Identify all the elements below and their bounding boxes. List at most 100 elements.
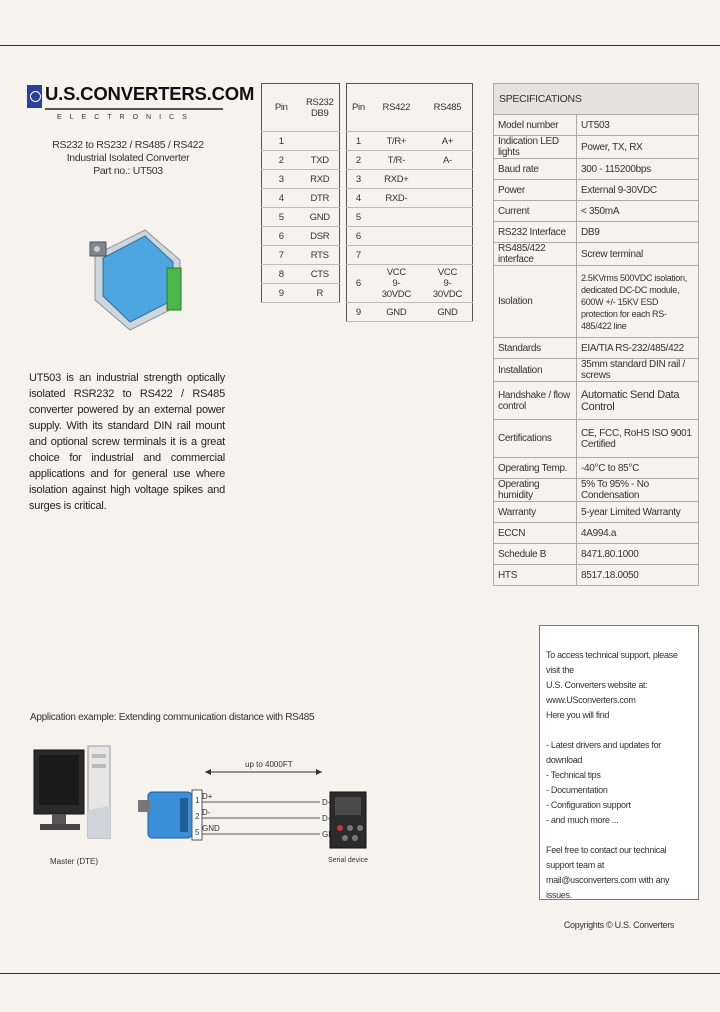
table-cell: T/R+ xyxy=(369,131,423,151)
table-cell: 5 xyxy=(261,207,301,227)
spec-label: Indication LED lights xyxy=(493,135,577,159)
table-cell: 2 xyxy=(346,150,370,170)
table-cell: 3 xyxy=(346,169,370,189)
spec-label: Operating humidity xyxy=(493,478,577,502)
table-cell: 6 xyxy=(346,264,370,303)
table-cell: 5 xyxy=(346,207,370,227)
device-label: Serial device xyxy=(328,857,368,864)
spec-label: HTS xyxy=(493,564,577,586)
table-header: RS422 xyxy=(369,83,423,132)
master-label: Master (DTE) xyxy=(50,857,98,866)
table-cell: CTS xyxy=(300,264,340,284)
table-cell: 9 xyxy=(261,283,301,303)
spec-title: SPECIFICATIONS xyxy=(493,83,699,115)
spec-value: 35mm standard DIN rail / screws xyxy=(576,358,699,382)
table-cell: 4 xyxy=(261,188,301,208)
support-text: Here you will find xyxy=(546,710,610,720)
spec-value: DB9 xyxy=(576,221,699,243)
spec-label: Baud rate xyxy=(493,158,577,180)
terminal-label: 5 xyxy=(195,828,200,837)
spec-label: RS485/422 interface xyxy=(493,242,577,266)
spec-label: Operating Temp. xyxy=(493,457,577,479)
spec-label: Power xyxy=(493,179,577,201)
table-cell: 9 xyxy=(346,302,370,322)
application-title: Application example: Extending communica… xyxy=(30,712,315,723)
converter-product-image xyxy=(89,229,182,331)
spec-value: EIA/TIA RS-232/485/422 xyxy=(576,337,699,359)
flag-icon xyxy=(27,85,42,108)
spec-label: Installation xyxy=(493,358,577,382)
spec-label: Standards xyxy=(493,337,577,359)
spec-value: Screw terminal xyxy=(576,242,699,266)
spec-value: 2.5KVrms 500VDC isolation, dedicated DC-… xyxy=(576,265,699,338)
spec-label: RS232 Interface xyxy=(493,221,577,243)
table-cell xyxy=(300,131,340,151)
line-label: D+ xyxy=(322,798,333,807)
computer-icon xyxy=(33,745,111,839)
line-label: D+ xyxy=(202,792,213,801)
table-cell: 6 xyxy=(346,226,370,246)
spec-value: 4A994.a xyxy=(576,522,699,544)
spec-value: Automatic Send Data Control xyxy=(576,381,699,420)
spec-label: ECCN xyxy=(493,522,577,544)
spec-label: Current xyxy=(493,200,577,222)
table-cell: 3 xyxy=(261,169,301,189)
distance-label: up to 4000FT xyxy=(245,760,293,769)
table-cell: GND xyxy=(300,207,340,227)
support-list-item: - Latest drivers and updates for downloa… xyxy=(546,740,661,765)
product-intro: RS232 to RS232 / RS485 / RS422 Industria… xyxy=(30,139,226,178)
table-cell: 4 xyxy=(346,188,370,208)
product-description: UT503 is an industrial strength opticall… xyxy=(29,372,225,512)
line-label: D- xyxy=(322,814,331,823)
logo-name: U.S.CONVERTERS.COM xyxy=(45,83,255,104)
spec-value: < 350mA xyxy=(576,200,699,222)
table-cell: 2 xyxy=(261,150,301,170)
table-header: Pin xyxy=(346,83,370,132)
table-header: Pin xyxy=(261,83,301,132)
spec-value: -40°C to 85°C xyxy=(576,457,699,479)
table-cell xyxy=(369,245,423,265)
spec-label: Model number xyxy=(493,114,577,136)
table-cell: T/R- xyxy=(369,150,423,170)
spec-value: 5-year Limited Warranty xyxy=(576,501,699,523)
table-cell xyxy=(422,226,473,246)
table-cell: 6 xyxy=(261,226,301,246)
spec-label: Warranty xyxy=(493,501,577,523)
support-contact: Feel free to contact our technical suppo… xyxy=(546,845,670,900)
table-cell: 7 xyxy=(261,245,301,265)
table-cell: TXD xyxy=(300,150,340,170)
spec-value: UT503 xyxy=(576,114,699,136)
support-list-item: - Configuration support xyxy=(546,800,631,810)
intro-line: Part no.: UT503 xyxy=(93,165,163,177)
table-cell: DSR xyxy=(300,226,340,246)
support-box: To access technical support, please visi… xyxy=(539,625,699,930)
table-cell xyxy=(369,207,423,227)
table-cell: RXD- xyxy=(369,188,423,208)
table-cell: VCC 9-30VDC xyxy=(369,264,423,303)
line-label: D- xyxy=(202,808,211,817)
terminal-label: 1 xyxy=(195,796,200,805)
support-text: To access technical support, please visi… xyxy=(546,650,678,675)
support-copyright: Copyrights © U.S. Converters xyxy=(563,920,675,930)
table-cell: R xyxy=(300,283,340,303)
bottom-rule xyxy=(0,973,720,974)
table-cell: 8 xyxy=(261,264,301,284)
table-cell: 1 xyxy=(261,131,301,151)
table-header: RS485 xyxy=(422,83,473,132)
spec-value: CE, FCC, RoHS ISO 9001 Certified xyxy=(576,419,699,458)
support-text: U.S. Converters website at: xyxy=(546,680,648,690)
table-cell: A+ xyxy=(422,131,473,151)
table-cell: GND xyxy=(369,302,423,322)
table-cell: VCC 9-30VDC xyxy=(422,264,473,303)
spec-value: 5% To 95% - No Condensation xyxy=(576,478,699,502)
support-link[interactable]: www.USconverters.com xyxy=(546,695,636,705)
spec-value: 8471.80.1000 xyxy=(576,543,699,565)
serial-device-icon xyxy=(329,791,367,849)
spec-label: Isolation xyxy=(493,265,577,338)
table-cell xyxy=(422,188,473,208)
company-logo: U.S.CONVERTERS.COM ELECTRONICS xyxy=(27,80,254,126)
table-cell: RXD+ xyxy=(369,169,423,189)
table-header: RS232 DB9 xyxy=(300,83,340,132)
